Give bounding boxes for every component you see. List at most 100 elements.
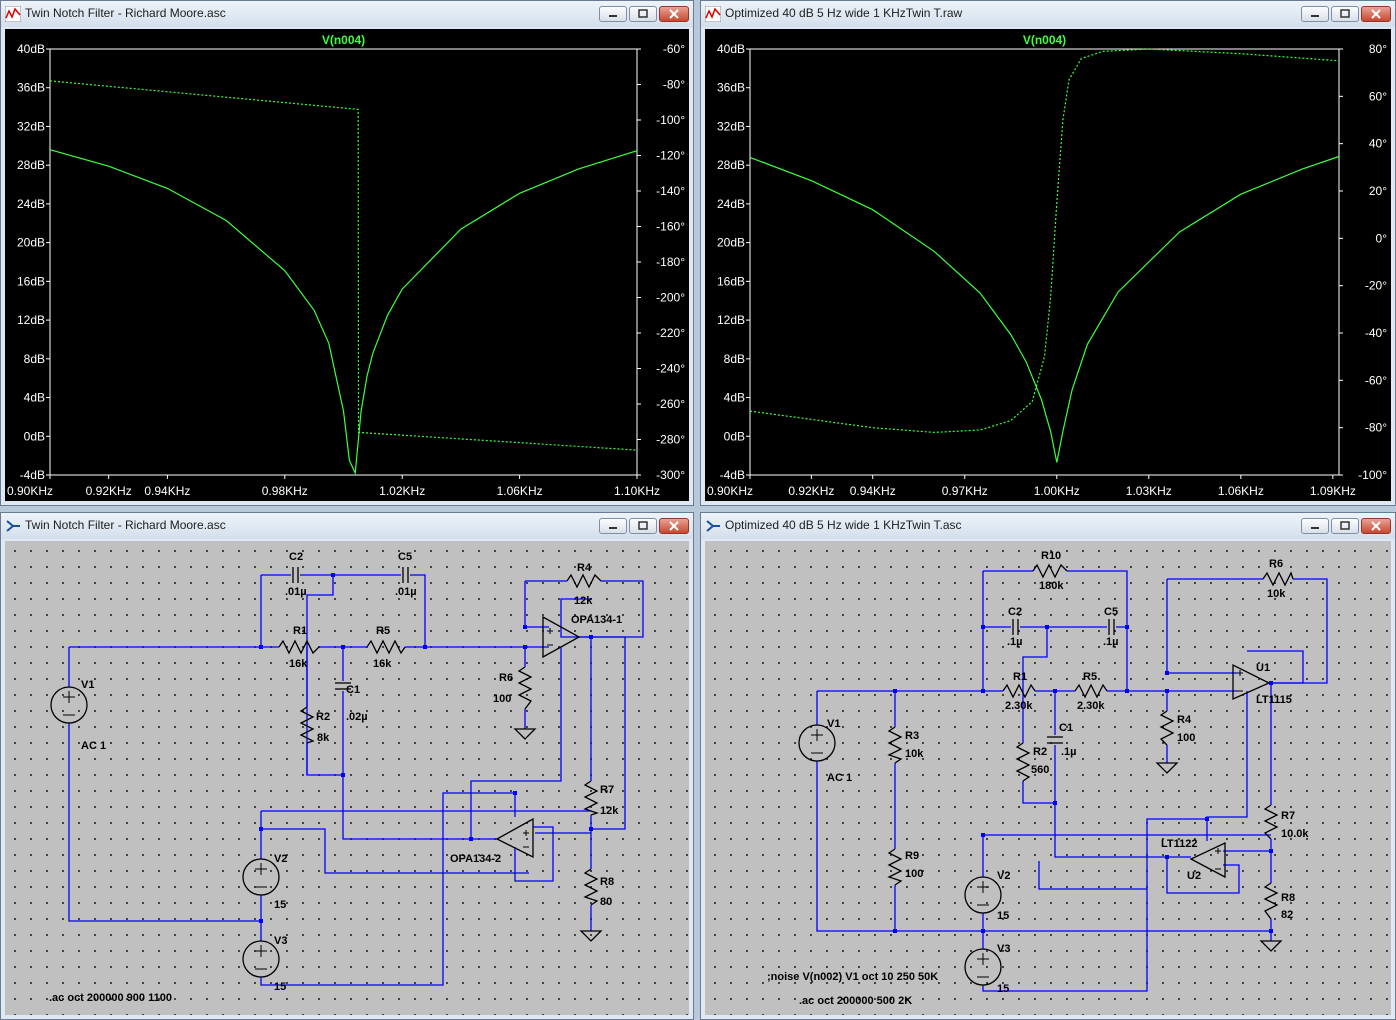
label-r6: R6 [499, 672, 513, 684]
label-r5: R5 [376, 625, 390, 637]
plot-window-2[interactable]: Optimized 40 dB 5 Hz wide 1 KHzTwin T.ra… [700, 0, 1396, 506]
value-r4: 100 [1177, 732, 1195, 744]
y-tick-label: 20dB [17, 236, 45, 250]
value-u1: LT1115 [1256, 694, 1292, 706]
value-r4: 12k [574, 595, 593, 607]
value-c5: .1µ [1103, 636, 1119, 648]
value-r5: 2.30k [1077, 700, 1105, 712]
maximize-button[interactable] [1331, 6, 1359, 22]
window-title: Twin Notch Filter - Richard Moore.asc [25, 6, 226, 20]
y2-tick-label: 0° [1376, 231, 1388, 245]
minimize-button[interactable] [1301, 6, 1329, 22]
label-r1: R1 [1013, 671, 1027, 683]
bode-chart-2[interactable]: V(n004)40dB36dB32dB28dB24dB20dB16dB12dB8… [705, 29, 1391, 501]
components [50, 567, 603, 978]
title-bar[interactable]: Optimized 40 dB 5 Hz wide 1 KHzTwin T.ra… [701, 1, 1395, 27]
y2-tick-label: 60° [1369, 89, 1387, 103]
y-tick-label: 12dB [17, 313, 45, 327]
y2-tick-label: -40° [1365, 326, 1387, 340]
waveform-icon [5, 6, 21, 22]
value-r8: 82 [1281, 909, 1293, 921]
chart-title: V(n004) [322, 33, 365, 47]
y-tick-label: 8dB [24, 352, 45, 366]
plot-frame [749, 48, 1340, 476]
label-c5: C5 [398, 551, 412, 563]
bode-chart-1[interactable]: V(n004)40dB36dB32dB28dB24dB20dB16dB12dB8… [5, 29, 689, 501]
schematic-window-2[interactable]: Optimized 40 dB 5 Hz wide 1 KHzTwin T.as… [700, 512, 1396, 1020]
schematic-drawing-2[interactable]: R10 180k R6 10k C2 .1µ C5 .1µ U1 LT1115 … [705, 541, 1391, 1015]
minimize-button[interactable] [599, 6, 627, 22]
spice-directive[interactable]: .ac oct 200000 900 1100 [49, 992, 172, 1004]
close-button[interactable] [1361, 518, 1391, 534]
label-v2: V2 [274, 853, 287, 865]
plot-window-1[interactable]: Twin Notch Filter - Richard Moore.asc V(… [0, 0, 694, 506]
schematic-canvas-1[interactable]: C2 .01µ C5 .01µ R4 12k OPA134-1 R1 16k R… [5, 541, 689, 1015]
value-r10: 180k [1039, 580, 1064, 592]
label-v1: V1 [81, 679, 94, 691]
v1-source [50, 686, 88, 724]
close-icon [669, 9, 679, 19]
v3-source [964, 948, 1002, 986]
title-bar[interactable]: Twin Notch Filter - Richard Moore.asc [1, 513, 693, 539]
spice-directive[interactable]: .ac oct 200000 500 2K [799, 995, 912, 1007]
y-tick-label: 28dB [17, 158, 45, 172]
label-r6: R6 [1269, 558, 1283, 570]
y-tick-label: 40dB [717, 42, 745, 56]
minimize-button[interactable] [599, 518, 627, 534]
value-c5: .01µ [395, 586, 417, 598]
value-v3: 15 [274, 981, 286, 993]
label-r2: R2 [1033, 746, 1047, 758]
x-tick-label: 1.06KHz [1218, 484, 1264, 498]
window-title: Optimized 40 dB 5 Hz wide 1 KHzTwin T.as… [725, 518, 962, 532]
close-button[interactable] [659, 6, 689, 22]
value-c2: .01µ [285, 586, 307, 598]
noise-directive[interactable]: ;noise V(n002) V1 oct 10 250 50K [767, 971, 938, 983]
label-u2: U2 [1187, 870, 1201, 882]
title-bar[interactable]: Optimized 40 dB 5 Hz wide 1 KHzTwin T.as… [701, 513, 1395, 539]
r9-resistor [887, 848, 903, 886]
title-bar[interactable]: Twin Notch Filter - Richard Moore.asc [1, 1, 693, 27]
close-button[interactable] [659, 518, 689, 534]
wires [816, 570, 1328, 992]
c1-capacitor [335, 682, 351, 690]
schematic-canvas-2[interactable]: R10 180k R6 10k C2 .1µ C5 .1µ U1 LT1115 … [705, 541, 1391, 1015]
y2-tick-label: -300° [656, 468, 685, 482]
components [798, 563, 1294, 986]
minimize-button[interactable] [1301, 518, 1329, 534]
y2-tick-label: 80° [1369, 42, 1387, 56]
value-r2: 560 [1031, 764, 1049, 776]
schematic-drawing-1[interactable]: C2 .01µ C5 .01µ R4 12k OPA134-1 R1 16k R… [5, 541, 689, 1015]
maximize-button[interactable] [629, 518, 657, 534]
ground-icon [513, 728, 537, 740]
label-r10: R10 [1041, 550, 1061, 562]
label-v2: V2 [997, 870, 1010, 882]
label-r2: R2 [316, 711, 330, 723]
maximize-icon [638, 521, 648, 530]
x-tick-label: 0.90KHz [707, 484, 753, 498]
close-icon [669, 521, 679, 531]
y-tick-label: 36dB [17, 81, 45, 95]
c2-capacitor [292, 567, 299, 583]
y-tick-label: 28dB [717, 158, 745, 172]
label-r1: R1 [293, 625, 307, 637]
r8-resistor [583, 868, 599, 906]
maximize-button[interactable] [629, 6, 657, 22]
minimize-icon [609, 15, 617, 17]
label-c1: C1 [1059, 722, 1073, 734]
maximize-button[interactable] [1331, 518, 1359, 534]
value-r9: 100 [905, 868, 923, 880]
label-u2: OPA134-2 [450, 853, 501, 865]
opamp-u2 [495, 817, 534, 859]
y2-tick-label: -140° [656, 184, 685, 198]
label-v1: V1 [827, 718, 840, 730]
x-tick-label: 0.98KHz [262, 484, 308, 498]
value-v2: 15 [997, 910, 1009, 922]
schematic-window-1[interactable]: Twin Notch Filter - Richard Moore.asc [0, 512, 694, 1020]
x-tick-label: 0.94KHz [850, 484, 896, 498]
y-tick-label: 12dB [717, 313, 745, 327]
close-button[interactable] [1361, 6, 1391, 22]
close-icon [1371, 9, 1381, 19]
maximize-icon [1340, 9, 1350, 18]
